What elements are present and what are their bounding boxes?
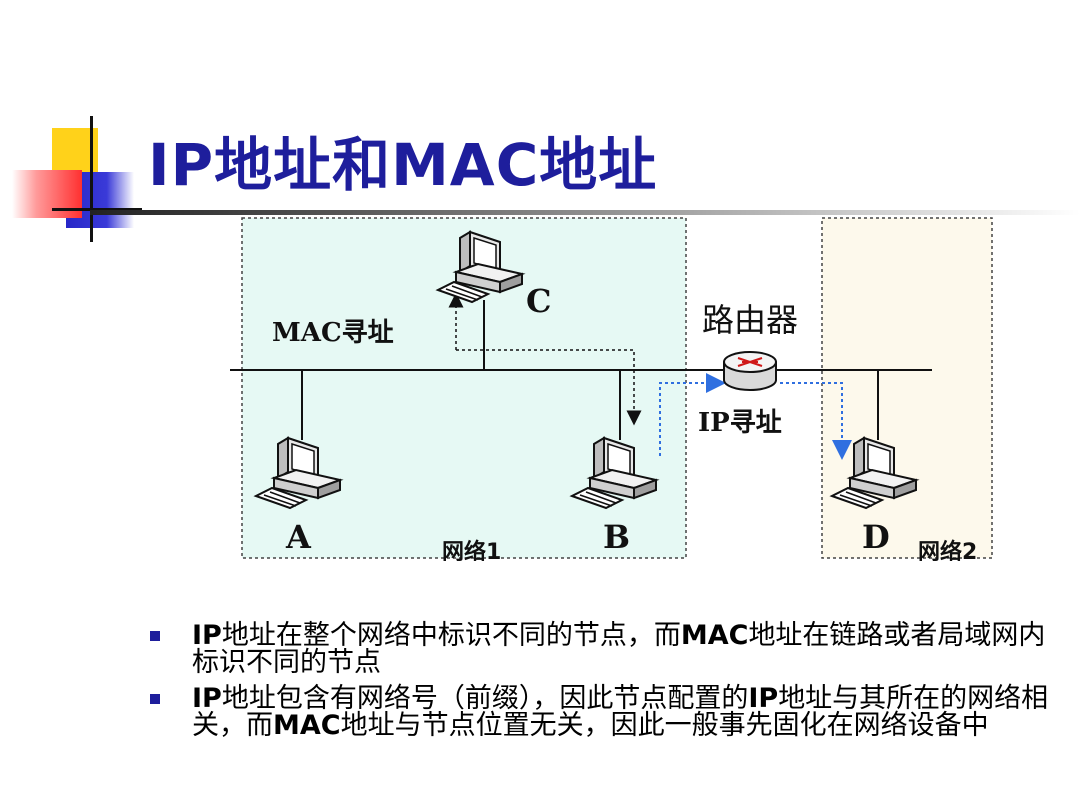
bullet-list: IP地址在整个网络中标识不同的节点，而MAC地址在链路或者局域网内标识不同的节点… <box>150 622 1050 748</box>
network-diagram <box>230 217 993 559</box>
host-c-label: C <box>526 282 552 320</box>
router-label: 路由器 <box>702 301 799 339</box>
host-a-label: A <box>286 518 311 556</box>
bullet-text: IP地址在整个网络中标识不同的节点，而MAC地址在链路或者局域网内标识不同的节点 <box>192 620 1046 678</box>
slide-title: IP地址和MAC地址 <box>148 131 658 199</box>
host-b-label: B <box>603 518 631 556</box>
ip-addressing-label: IP寻址 <box>698 408 782 438</box>
bullet-text: IP地址包含有网络号（前缀），因此节点配置的IP地址与其所在的网络相关，而MAC… <box>192 683 1049 741</box>
bullet-square-icon <box>150 694 160 704</box>
host-d-label: D <box>862 518 890 556</box>
router-icon <box>723 351 777 391</box>
ip-path <box>659 373 726 456</box>
network2-region <box>821 217 993 559</box>
bullet-square-icon <box>150 631 160 641</box>
mac-addressing-label: MAC寻址 <box>272 318 394 348</box>
network2-label: 网络2 <box>918 540 978 565</box>
bullet-item: IP地址在整个网络中标识不同的节点，而MAC地址在链路或者局域网内标识不同的节点 <box>150 622 1050 676</box>
bullet-item: IP地址包含有网络号（前缀），因此节点配置的IP地址与其所在的网络相关，而MAC… <box>150 685 1050 739</box>
corner-decoration <box>0 110 150 250</box>
title-underline <box>90 210 1080 215</box>
network1-label: 网络1 <box>442 540 502 565</box>
